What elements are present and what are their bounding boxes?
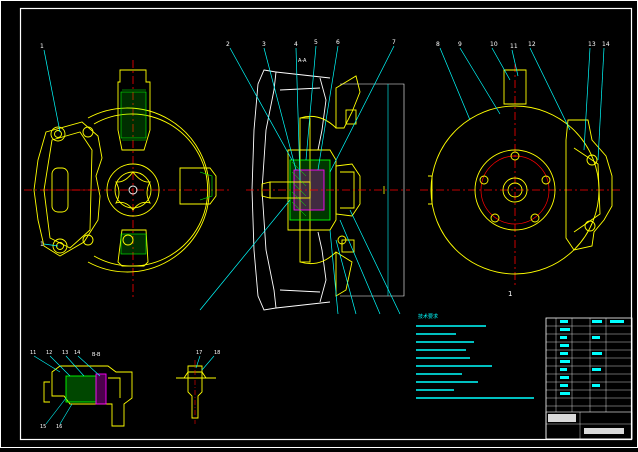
detail-label: 17 <box>196 350 202 356</box>
part-label: 11 <box>510 43 518 50</box>
detail-label: 18 <box>214 350 220 356</box>
left-view-hub-carrier <box>24 60 232 300</box>
right-view-disc <box>420 64 620 286</box>
detail-view-caliper <box>33 355 133 427</box>
part-label: 10 <box>490 41 498 48</box>
part-label: 4 <box>294 41 298 48</box>
detail-view-bolt: 17 18 <box>176 350 220 424</box>
part-label: 3 <box>262 41 266 48</box>
part-label: 8 <box>436 41 440 48</box>
sheet-mark: 1 <box>508 290 512 298</box>
title-block <box>545 317 633 440</box>
part-label: 7 <box>392 39 396 46</box>
detail-label: 13 <box>62 350 68 356</box>
detail-labels: 11 12 13 14 15 16 B-B <box>30 350 101 430</box>
part-label: 12 <box>528 41 536 48</box>
part-label: 6 <box>336 39 340 46</box>
part-number-labels: 1 1 2 3 4 5 6 7 8 9 10 11 12 13 14 <box>40 39 610 248</box>
detail-label: 12 <box>46 350 52 356</box>
part-label: 14 <box>602 41 610 48</box>
part-label: 9 <box>458 41 462 48</box>
part-label: 5 <box>314 39 318 46</box>
part-label: 1 <box>40 43 44 50</box>
notes-title: 技术要求 <box>418 313 438 320</box>
detail-section-label: B-B <box>92 352 101 358</box>
technical-notes: 技术要求 <box>416 313 534 399</box>
detail-label: 14 <box>74 350 80 356</box>
inner-frame <box>19 7 633 441</box>
detail-label: 15 <box>40 424 46 430</box>
center-section-view <box>246 69 410 311</box>
section-label: A-A <box>298 58 307 64</box>
leader-lines <box>43 45 605 315</box>
part-label: 13 <box>588 41 596 48</box>
detail-label: 16 <box>56 424 62 430</box>
part-label: 1 <box>40 241 44 248</box>
part-label: 2 <box>226 41 230 48</box>
detail-label: 11 <box>30 350 36 356</box>
